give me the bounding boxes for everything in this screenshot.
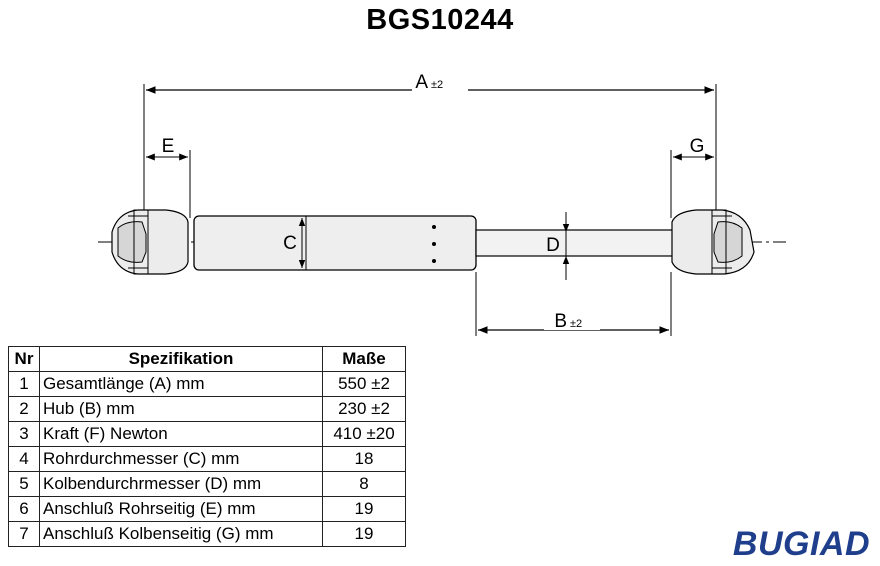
part-number-title: BGS10244 <box>366 4 514 36</box>
row-nr: 7 <box>8 521 40 547</box>
row-value: 410 ±20 <box>322 421 406 447</box>
row-spec: Rohrdurchmesser (C) mm <box>39 446 323 472</box>
table-row: 7 Anschluß Kolbenseitig (G) mm 19 <box>8 521 406 547</box>
specification-table: Nr Spezifikation Maße 1 Gesamtlänge (A) … <box>8 346 406 547</box>
row-nr: 6 <box>8 496 40 522</box>
table-row: 6 Anschluß Rohrseitig (E) mm 19 <box>8 496 406 522</box>
row-value: 8 <box>322 471 406 497</box>
column-header-spec: Spezifikation <box>39 346 323 372</box>
table-row: 4 Rohrdurchmesser (C) mm 18 <box>8 446 406 472</box>
table-row: 3 Kraft (F) Newton 410 ±20 <box>8 421 406 447</box>
column-header-nr: Nr <box>8 346 40 372</box>
dimension-g: G <box>670 136 714 218</box>
dimension-c-label: C <box>283 233 297 254</box>
table-row: 5 Kolbendurchrmesser (D) mm 8 <box>8 471 406 497</box>
dimension-b-tolerance: ±2 <box>570 318 582 330</box>
dimension-b: B ±2 <box>475 272 672 336</box>
row-value: 19 <box>322 496 406 522</box>
dimension-g-label: G <box>690 136 705 157</box>
dimension-e: E <box>146 136 191 218</box>
dimension-d-label: D <box>546 235 560 256</box>
row-value: 18 <box>322 446 406 472</box>
table-header-row: Nr Spezifikation Maße <box>8 346 406 372</box>
row-spec: Hub (B) mm <box>39 396 323 422</box>
row-nr: 4 <box>8 446 40 472</box>
row-spec: Gesamtlänge (A) mm <box>39 371 323 397</box>
row-nr: 1 <box>8 371 40 397</box>
row-nr: 3 <box>8 421 40 447</box>
row-spec: Kraft (F) Newton <box>39 421 323 447</box>
row-spec: Anschluß Rohrseitig (E) mm <box>39 496 323 522</box>
row-nr: 5 <box>8 471 40 497</box>
row-spec: Kolbendurchrmesser (D) mm <box>39 471 323 497</box>
dimension-a-label: A <box>415 72 428 93</box>
dimension-e-label: E <box>162 136 175 157</box>
left-end-fitting <box>111 209 189 275</box>
row-value: 19 <box>322 521 406 547</box>
row-spec: Anschluß Kolbenseitig (G) mm <box>39 521 323 547</box>
gas-spring-drawing: A ±2 E G C D <box>98 70 786 336</box>
brand-logo: BUGIAD <box>732 525 870 563</box>
right-end-fitting <box>671 209 755 275</box>
table-row: 1 Gesamtlänge (A) mm 550 ±2 <box>8 371 406 397</box>
cylinder-tube: C <box>193 215 477 271</box>
row-nr: 2 <box>8 396 40 422</box>
dimension-b-label: B <box>554 311 567 332</box>
row-value: 550 ±2 <box>322 371 406 397</box>
table-row: 2 Hub (B) mm 230 ±2 <box>8 396 406 422</box>
dimension-a-tolerance: ±2 <box>431 79 443 91</box>
row-value: 230 ±2 <box>322 396 406 422</box>
dimension-a: A ±2 <box>143 70 717 212</box>
column-header-value: Maße <box>322 346 406 372</box>
piston-rod: D <box>475 212 675 280</box>
